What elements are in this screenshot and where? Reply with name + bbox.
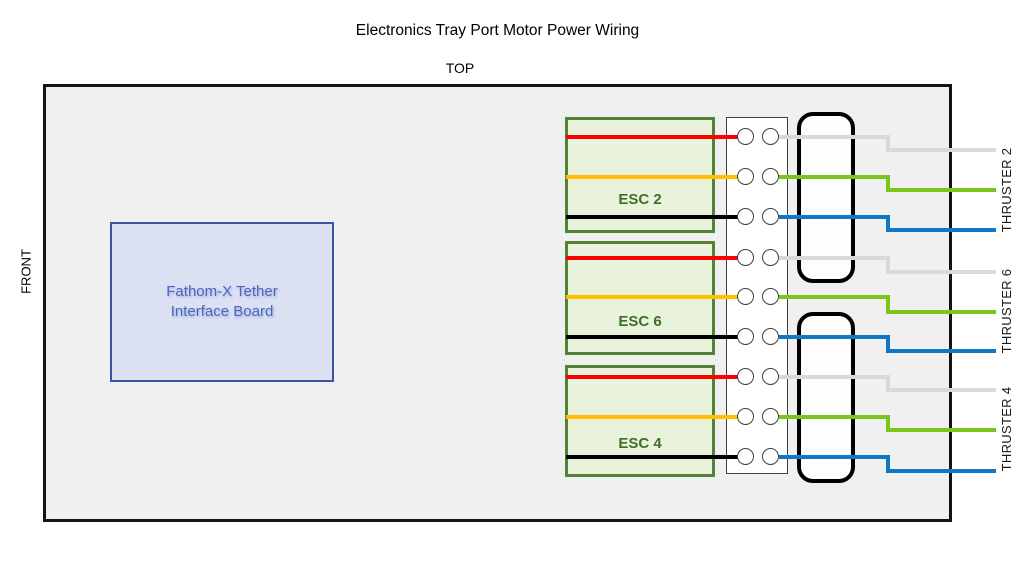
esc-label: ESC 4 [618,435,662,452]
wire-out-gray-drop [886,256,890,274]
terminal-hole [737,448,754,465]
fathom-x-board: Fathom-X Tether Interface Board [110,222,334,382]
wire-out-blue [886,469,996,473]
wire-out-green-drop [886,175,890,192]
wire-out-gray-drop [886,375,890,392]
terminal-hole [737,208,754,225]
wire-out-green [886,428,996,432]
terminal-hole [762,368,779,385]
wire-out-blue-drop [886,455,890,473]
wire-out-green [779,295,890,299]
terminal-hole [737,368,754,385]
fathom-x-board-label: Fathom-X Tether Interface Board [166,282,278,320]
esc-label: ESC 2 [618,191,662,208]
terminal-hole [762,249,779,266]
thruster-label: THRUSTER 4 [999,386,1014,472]
terminal-hole [762,328,779,345]
thruster-label: THRUSTER 6 [999,268,1014,354]
terminal-hole [737,128,754,145]
front-label: FRONT [18,249,34,294]
wire-out-gray [886,270,996,274]
diagram-title: Electronics Tray Port Motor Power Wiring [355,22,640,39]
top-label: TOP [445,60,475,76]
wire-out-blue [886,228,996,232]
wire-out-green-drop [886,415,890,432]
wire-esc-orange [566,415,741,419]
terminal-hole [762,288,779,305]
wire-out-green [779,175,890,179]
wire-esc-black [566,215,741,219]
esc-label: ESC 6 [618,313,662,330]
wire-out-gray [886,388,996,392]
wire-out-green [779,415,890,419]
wire-esc-orange [566,295,741,299]
wire-out-gray [886,148,996,152]
terminal-hole [762,168,779,185]
terminal-hole [737,408,754,425]
terminal-hole [737,288,754,305]
wire-esc-red [566,135,741,139]
wire-esc-red [566,375,741,379]
esc-box: ESC 4 [565,365,715,477]
wire-out-gray-drop [886,135,890,152]
terminal-hole [737,249,754,266]
wire-esc-black [566,335,741,339]
wire-out-blue-drop [886,215,890,232]
terminal-hole [737,328,754,345]
terminal-hole [762,208,779,225]
cable-connector [797,312,855,483]
wire-out-blue [779,455,890,459]
cable-connector [797,112,855,283]
wire-out-blue-drop [886,335,890,353]
wire-out-gray [779,375,890,379]
wire-out-blue [779,335,890,339]
wire-out-blue [779,215,890,219]
wire-out-gray [779,135,890,139]
wire-esc-orange [566,175,741,179]
wire-out-gray [779,256,890,260]
terminal-hole [762,408,779,425]
terminal-hole [737,168,754,185]
wire-out-green [886,188,996,192]
thruster-label: THRUSTER 2 [999,147,1014,233]
wire-out-blue [886,349,996,353]
wire-esc-black [566,455,741,459]
wire-out-green-drop [886,295,890,314]
terminal-hole [762,448,779,465]
wire-esc-red [566,256,741,260]
terminal-hole [762,128,779,145]
wire-out-green [886,310,996,314]
